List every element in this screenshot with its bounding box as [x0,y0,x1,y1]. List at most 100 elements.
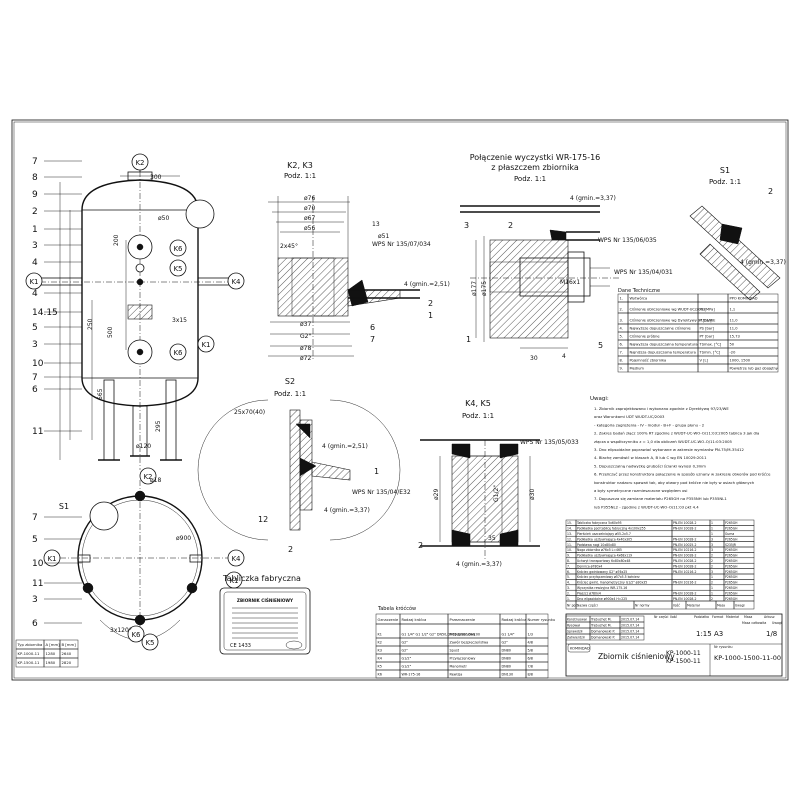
tech-data-cell-4-1: Ciśnienie próbne [630,335,661,339]
tech-data-cell-2-1: Ciśnienie obliczeniowe wg Dyrektywy 97/2… [630,319,717,323]
part-number-16: 5 [32,535,38,545]
k4k5-dim-5: 2 [418,541,423,550]
tb-drawing-no-label: Nr rysunku [714,645,732,649]
tb-label-part: Nr części [654,615,669,619]
k4k5-dim-2: ø29 [433,489,440,500]
part-number-19: 3 [32,595,38,605]
tech-data-cell-7-3: 1000, 1500 [730,359,751,363]
tech-data-cell-6-2: TSmin. [°C] [699,351,721,355]
note-line-0: 1. Zbiornik zaprojektowano i wykonano zg… [594,406,729,411]
tb-drawing-no: KP-1000-1500-11-00 [714,654,781,662]
nozzle-cell-0-1: G1 1/4" G1 1/2" G2" DN50,DN65,DN80,DN100 [402,633,481,637]
balloon-k5-2: K5 [173,265,182,273]
wr-dim-10: 1 [466,335,471,344]
tank-dim-11: 3x120° [110,627,132,634]
tech-data-cell-0-1: Wytwórca [630,297,648,301]
k2k3-dim-8: G2" [300,333,311,340]
sheet-border [11,119,789,681]
nozzle-cell-2-3: DN80 [502,649,511,653]
tank-dim-3: 250 [87,318,94,330]
note-line-4: złącza o współczynniku z = 1,0 dla oblic… [594,439,733,444]
part-number-7: 4 [32,289,38,299]
balloon-k4-10: K4 [231,555,241,563]
tech-data-cell-6-3: -20 [730,351,737,355]
bom-cell-13-4: P265GH [725,591,738,595]
tb-format: A3 [714,630,723,638]
bom-cell-1-4: P265GH [725,527,738,531]
s1-part-2: 2 [768,187,773,196]
tech-data-cell-4-2: PT [bar] [700,335,715,339]
tech-data-cell-7-2: V [L] [700,359,709,363]
nameplate-brand: ZBIORNIK CIŚNIENIOWY [237,598,294,603]
tank-dim-8: 3x15 [172,317,187,324]
detail-wr: Połączenie wyczystki WR-175-16 z płaszcz… [460,153,620,349]
bom-cell-11-2: PN-EN 10216-2 [673,581,697,585]
nozzle-cell-3-4: 6/8 [528,657,533,661]
nozzle-header-4: Numer rysunku [528,618,556,622]
k2k3-dim-14: 7 [370,335,375,344]
bom-cell-8-3: 2 [711,564,713,568]
tb-model-0: KP-1000-11 [666,650,701,657]
bom-cell-10-3: 1 [711,575,713,579]
type-table-cell-2-2: 2820 [62,660,72,665]
tech-data-cell-8-1: Medium [630,367,645,371]
manhole-circle [185,199,215,229]
balloon-circle-6 [169,343,187,361]
k2k3-wps: WPS Nr 135/07/034 [372,241,431,248]
detail-k4k5: K4, K5 Podz. 1:1 WPS Nr 135/05/033 ø30 ø… [418,399,579,568]
bom-cell-14-0: 1. [567,597,570,601]
tb-label-scale: Podziałka [694,615,709,619]
part-number-1: 8 [32,173,38,183]
bom-cell-8-1: Dennica ø780x4 [577,564,602,568]
bom-cell-4-2: PN-EN 10025-2 [673,543,697,547]
k4k5-dim-4: 35 [488,535,496,542]
note-line-3: 2. Zakres badań złącz 100% RT zgodnie z … [594,431,759,436]
type-table-cell-1-0: KP-1000-11 [18,651,41,656]
bom-cell-10-4: P265GH [725,575,738,579]
part-number-8: 14.15 [32,308,58,318]
tb-label-total-mass: Masa całkowita [742,621,766,625]
k2k3-dim-6: ø51 [378,233,389,240]
wr-dim-9: 4 [562,353,566,360]
bom-cell-1-1: Podkładka pod tablicę fabryczną 4x100x25… [577,527,646,531]
nameplate-ce: CE 1433 [230,643,251,649]
balloon-k1-4: K1 [29,278,38,286]
tb-scale: 1:15 [696,630,712,638]
balloon-circle-8 [127,625,145,643]
tank-dim-6: 295 [155,420,162,432]
bom-cell-8-0: 7. [567,564,570,568]
bom-cell-0-0: 15. [567,521,572,525]
nozzle-cell-0-4: 1/3 [528,633,533,637]
tech-data-cell-3-0: 4. [620,327,623,331]
bom-cell-5-1: Noga zbiornika ø76x5 L=465 [577,548,622,552]
balloon-k6-8: K6 [131,631,141,639]
bom-cell-9-1: Króciec gwintowany G2" ø76x25 [577,570,627,574]
nozzle-cell-2-1: G2" [402,649,409,653]
part-number-15: 7 [32,513,38,523]
bom-cell-12-0: 3. [567,586,570,590]
s2-dim-5: 4 (gmin.=3,37) [324,507,370,514]
bom-cell-4-4: S235JR [725,543,737,547]
k4k5-dim-3: G1/2" [493,485,500,502]
bom-cell-5-3: 3 [711,548,713,552]
tank-dim-5: 665 [97,388,104,400]
balloon-k5-9: K5 [145,639,154,647]
title-name-1: Trebuchet M. [590,624,611,628]
nozzle-cell-4-1: G1/2" [402,665,412,669]
bom-cell-9-3: 3 [711,570,713,574]
bom-cell-5-0: 10. [567,548,572,552]
title-date-2: 2015.07.14 [621,630,639,634]
k4k5-wps: WPS Nr 135/05/033 [520,439,579,446]
nozzle-cell-1-1: G2" [402,641,409,645]
part-number-12: 7 [32,373,38,383]
bom-cell-6-2: PN-EN 10028-2 [673,554,697,558]
tank-dim-9: ø18 [150,477,161,484]
part-number-3: 2 [32,207,38,217]
title-name-2: Domanowski P. [591,630,615,634]
s2-scale: Podz. 1:1 [274,390,306,398]
tech-data-cell-1-0: 2. [620,308,623,312]
s2-dim-1: 4 (gmin.=2,51) [322,443,368,450]
